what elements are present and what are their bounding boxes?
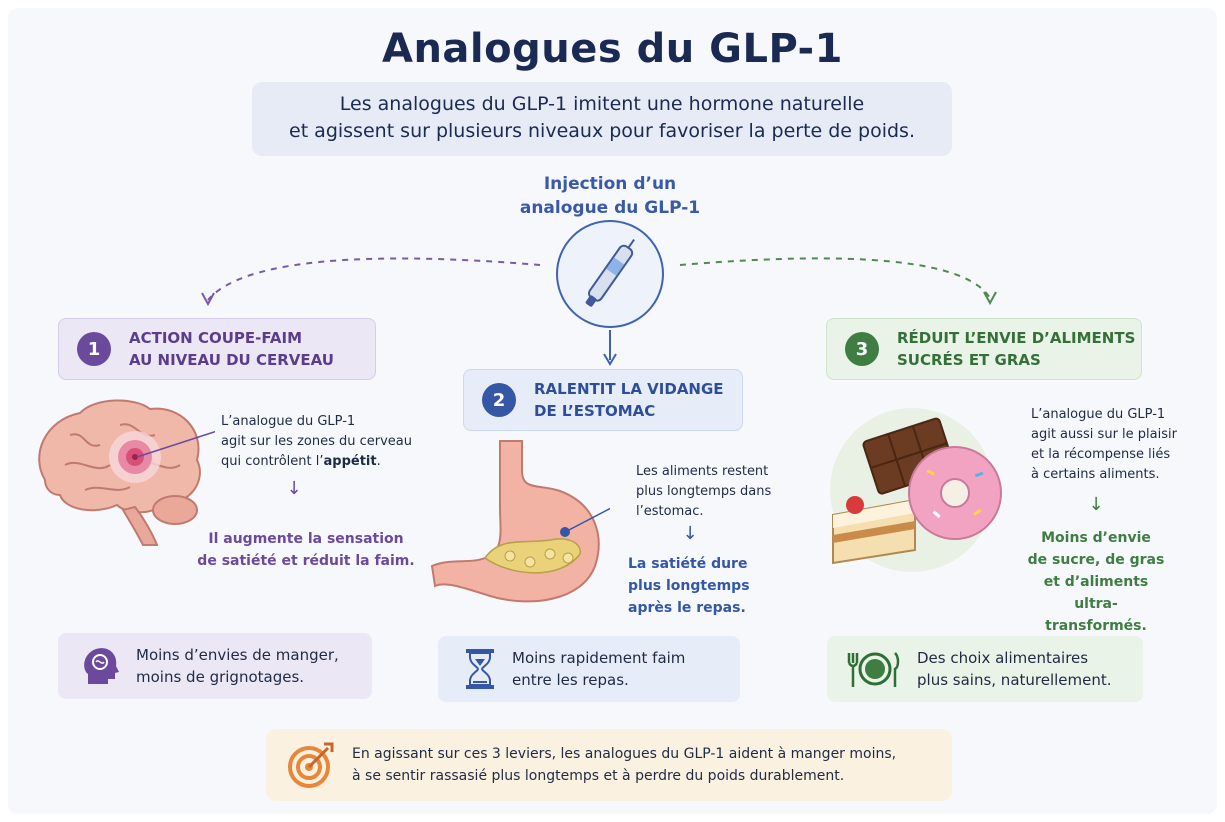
section-1-result-line-1: Il augmente la sensation [208,531,404,547]
summary-box: En agissant sur ces 3 leviers, les analo… [266,729,952,801]
section-3-result-line-1: Moins d’envie [1041,530,1151,546]
section-3-title-line-1: RÉDUIT L’ENVIE D’ALIMENTS [897,329,1136,347]
injection-label: Injection d’un analogue du GLP-1 [500,172,720,220]
section-2-result-line-1: La satiété dure [628,556,748,572]
section-3-result-line-3: et d’aliments ultra- [1043,574,1149,612]
head-icon [84,648,119,684]
section-2-number: 2 [482,383,516,417]
section-1-desc-line-3-suffix: . [376,454,381,469]
section-3-desc-line-4: à certains aliments. [1031,467,1160,482]
section-3-desc-line-3: et la récompense liés [1031,447,1171,462]
section-2-desc-line-1: Les aliments restent [636,464,769,479]
injection-label-line-2: analogue du GLP-1 [519,198,701,218]
section-1-header: 1 ACTION COUPE-FAIM AU NIVEAU DU CERVEAU [58,318,376,380]
section-2-result: La satiété dure plus longtemps après le … [628,553,758,619]
arrowhead-section-3 [983,291,997,306]
section-3-benefit-box: Des choix alimentaires plus sains, natur… [827,636,1143,702]
section-2-desc-line-2: plus longtemps dans [636,484,772,499]
section-1-down-arrow-icon: ↓ [286,478,302,499]
connector-to-section-3 [679,257,991,299]
section-3-result-line-2: de sucre, de gras [1027,552,1165,568]
section-1-result-line-2: de satiété et réduit la faim. [197,553,415,569]
section-1-benefit-line-2: moins de grignotages. [136,668,305,686]
target-icon [288,742,334,788]
section-2-header: 2 RALENTIT LA VIDANGE DE L’ESTOMAC [463,369,743,431]
section-3-desc-line-1: L’analogue du GLP-1 [1031,407,1166,422]
brain-icon [38,399,215,546]
section-1-desc-line-3-bold: appétit [323,454,377,469]
section-1-benefit-line-1: Moins d’envies de manger, [136,646,339,664]
section-3-down-arrow-icon: ↓ [1088,494,1104,515]
section-1-number: 1 [77,332,111,366]
section-3-result: Moins d’envie de sucre, de gras et d’ali… [1021,527,1171,637]
hourglass-icon [466,649,494,689]
summary-line-2: à se sentir rassasié plus longtemps et à… [352,768,845,784]
summary-line-1: En agissant sur ces 3 leviers, les analo… [352,746,897,762]
section-1-desc-line-3-prefix: qui contrôlent l’ [221,454,324,469]
section-2-benefit-line-1: Moins rapidement faim [512,649,686,667]
section-2-title-line-1: RALENTIT LA VIDANGE [534,380,724,398]
plate-icon [847,652,900,687]
section-3-title-line-2: SUCRÉS ET GRAS [897,351,1041,369]
section-2-result-line-2: plus longtemps [628,578,750,594]
injection-circle [556,220,664,328]
section-3-benefit-line-1: Des choix alimentaires [917,649,1089,667]
arrowhead-section-1 [201,292,215,307]
section-2-result-line-3: après le repas. [628,600,746,616]
sweets-icon [830,408,1002,572]
section-2-down-arrow-icon: ↓ [682,523,698,544]
section-2-title-line-2: DE L’ESTOMAC [534,402,656,420]
section-3-result-line-4: transformés. [1045,618,1147,634]
page-title: Analogues du GLP-1 [382,26,843,72]
section-1-desc-line-3: qui contrôlent l’appétit. [221,452,421,472]
section-2-description: Les aliments restent plus longtemps dans… [636,462,786,522]
section-2-benefit-line-2: entre les repas. [512,671,629,689]
injection-pen-icon [585,239,635,307]
connector-to-section-1 [207,257,541,301]
intro-line-1: Les analogues du GLP-1 imitent une hormo… [339,93,865,115]
injection-label-line-1: Injection d’un [543,174,677,194]
arrowhead-section-2 [603,353,617,366]
section-1-benefit-box: Moins d’envies de manger, moins de grign… [58,633,372,699]
intro-line-2: et agissent sur plusieurs niveaux pour f… [289,120,915,142]
stomach-icon [430,440,610,603]
section-1-title-line-1: ACTION COUPE-FAIM [129,329,303,347]
section-1-description: L’analogue du GLP-1 agit sur les zones d… [221,412,421,472]
section-1-result: Il augmente la sensation de satiété et r… [196,528,416,572]
section-2-benefit-box: Moins rapidement faim entre les repas. [438,636,740,702]
section-3-benefit-line-2: plus sains, naturellement. [917,671,1112,689]
section-3-desc-line-2: agit aussi sur le plaisir [1031,427,1177,442]
section-1-title-line-2: AU NIVEAU DU CERVEAU [129,351,334,369]
section-3-header: 3 RÉDUIT L’ENVIE D’ALIMENTS SUCRÉS ET GR… [826,318,1142,380]
section-3-number: 3 [845,332,879,366]
section-3-description: L’analogue du GLP-1 agit aussi sur le pl… [1031,405,1201,485]
section-1-desc-line-1: L’analogue du GLP-1 [221,414,356,429]
section-1-desc-line-2: agit sur les zones du cerveau [221,434,412,449]
section-2-desc-line-3: l’estomac. [636,504,704,519]
intro-box: Les analogues du GLP-1 imitent une hormo… [252,82,952,156]
